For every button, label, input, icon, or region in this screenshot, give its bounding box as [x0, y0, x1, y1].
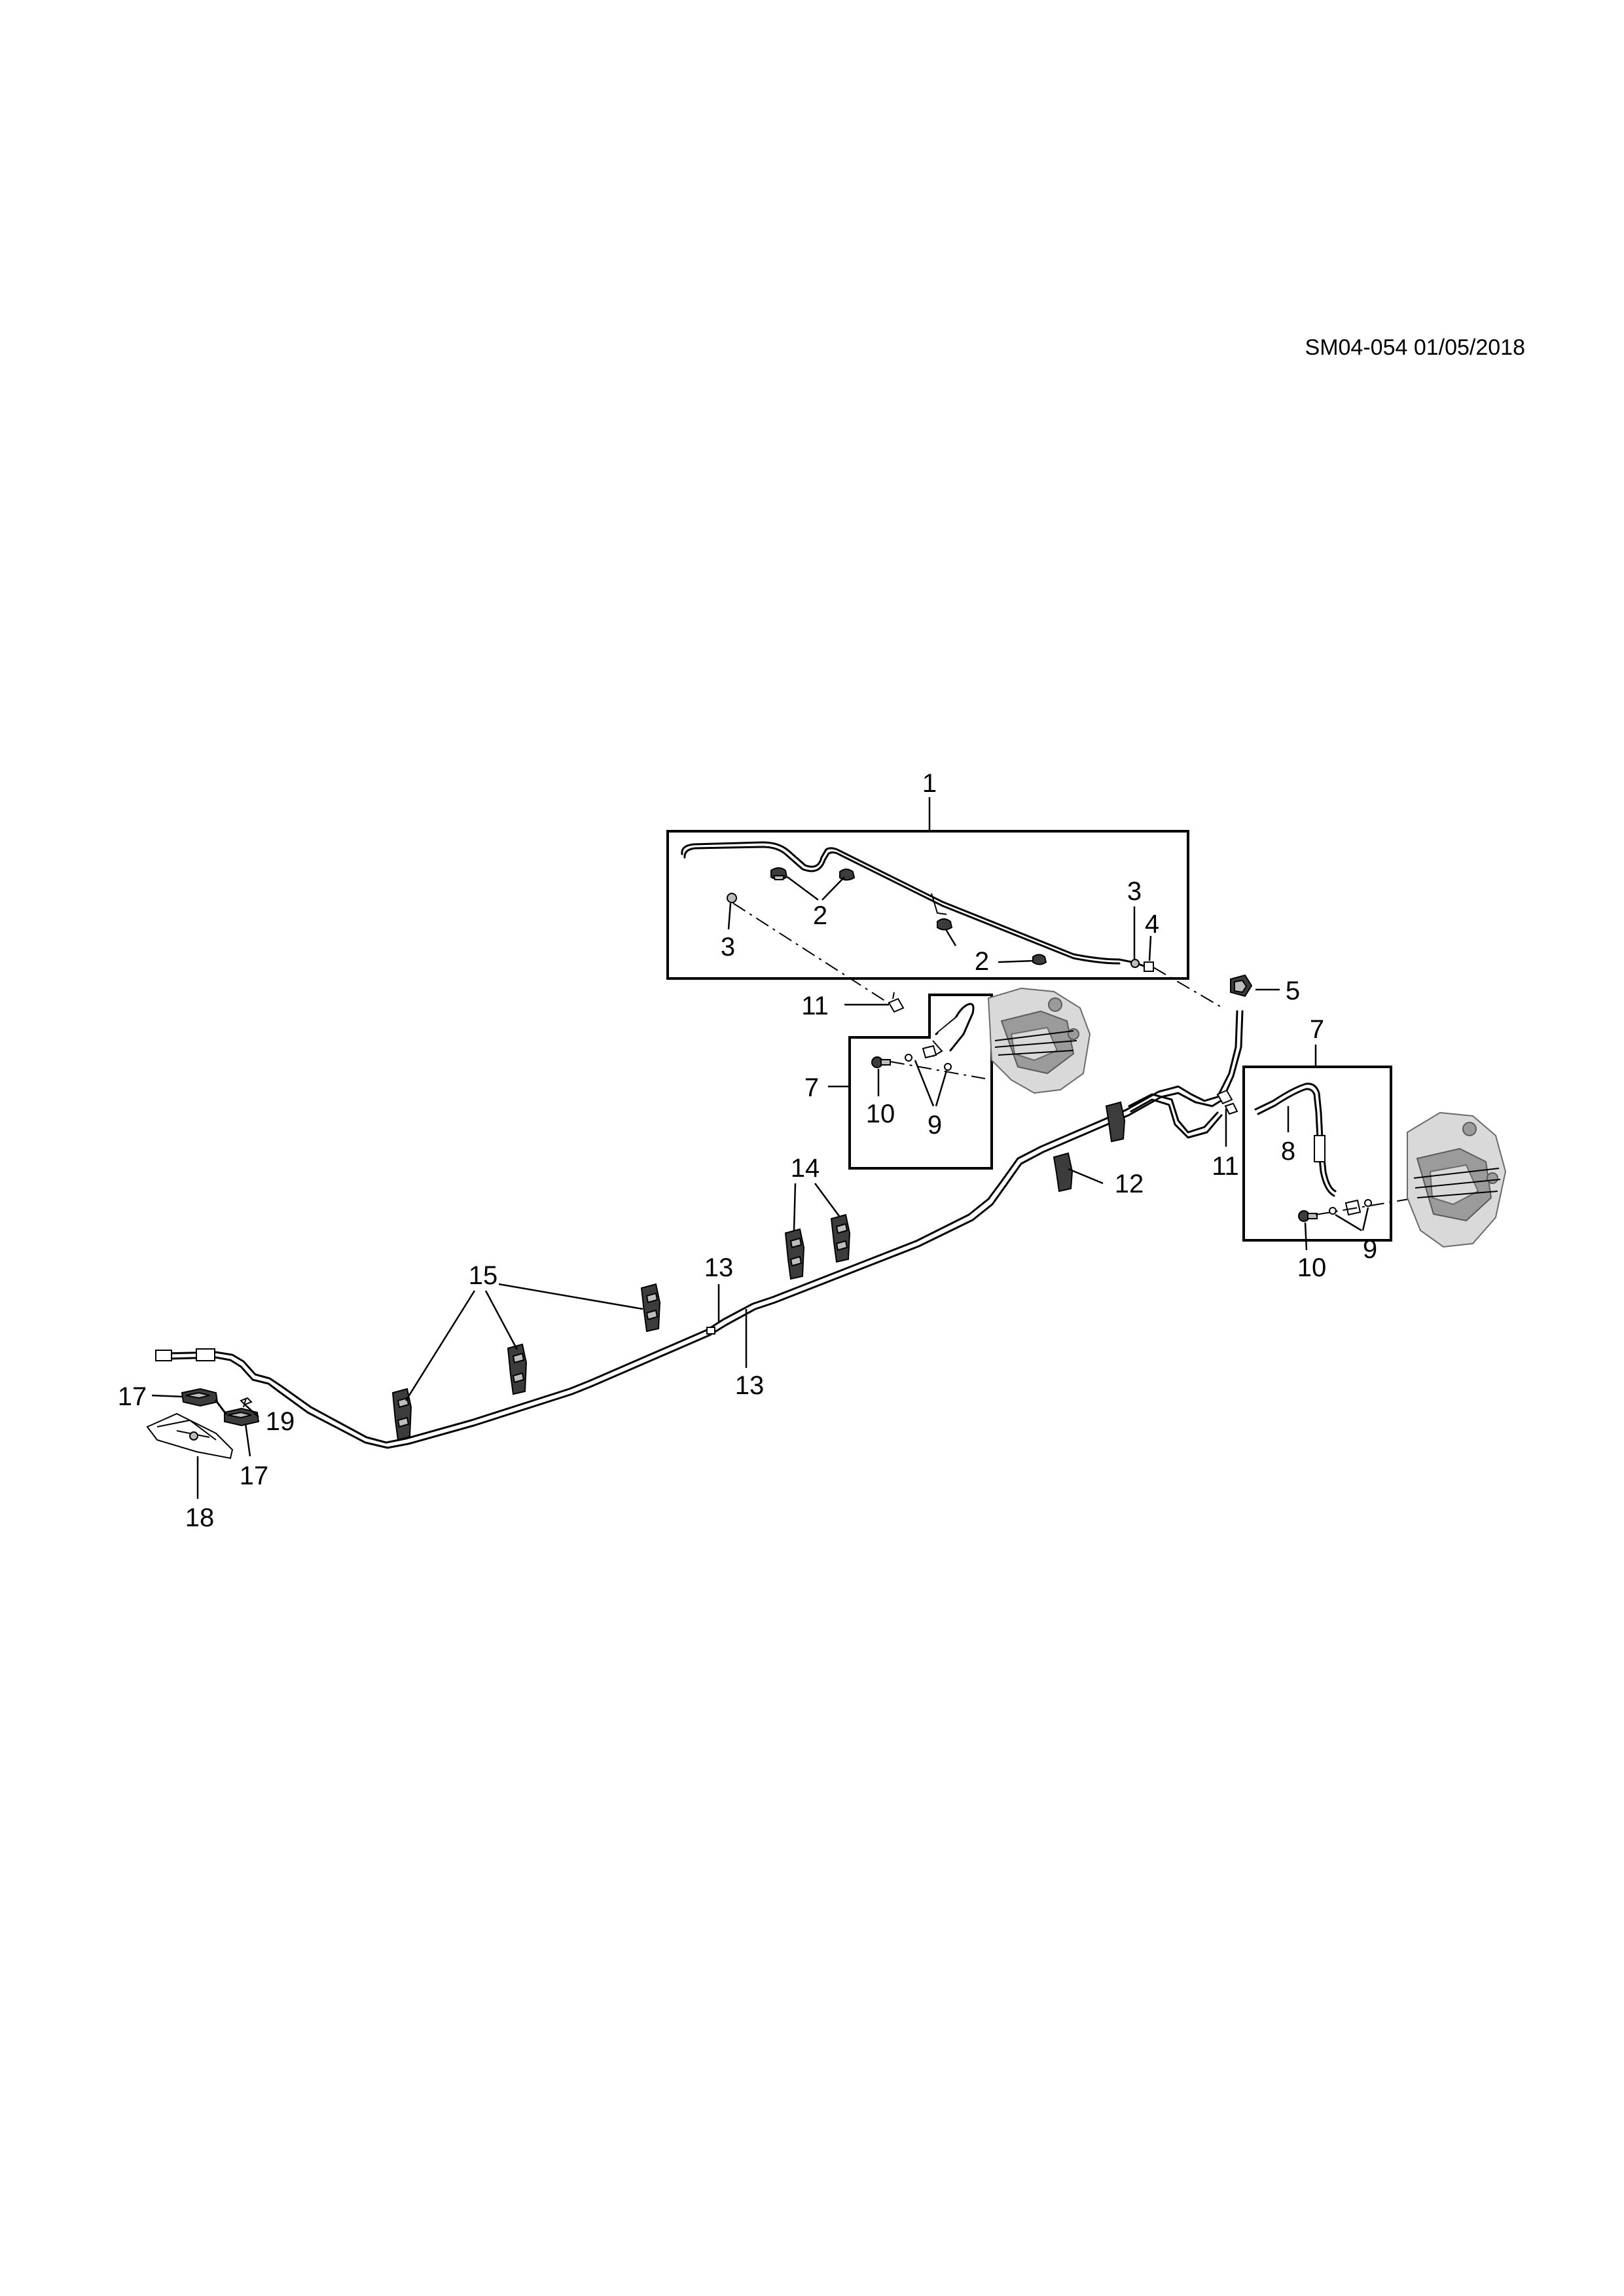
leader-10b: [1304, 1222, 1308, 1251]
pipe-clip-17b: [224, 1407, 260, 1427]
callout-13b: 13: [735, 1371, 765, 1400]
left-brake-hose: [932, 1003, 975, 1057]
leader-3a: [727, 903, 732, 930]
pipe-clip-11a: [888, 992, 905, 1013]
assembly-line-right: [1153, 967, 1223, 1009]
leader-2a: [787, 876, 819, 901]
callout-17b: 17: [240, 1462, 269, 1490]
main-brake-pipe: [155, 1010, 1244, 1449]
callout-8: 8: [1281, 1137, 1295, 1166]
leader-9a-1: [914, 1060, 935, 1107]
left-brake-caliper: [987, 987, 1091, 1094]
callout-11b: 11: [1212, 1152, 1239, 1181]
leader-17a: [151, 1394, 184, 1398]
leader-14a: [793, 1183, 797, 1231]
callout-15: 15: [469, 1261, 498, 1290]
pipe-union-4: [1144, 961, 1154, 972]
banjo-bolt-10a: [871, 1056, 891, 1068]
pipe-clip-11b: [1216, 1089, 1238, 1115]
rear-bracket-18: [146, 1412, 234, 1460]
leader-9b-2: [1362, 1207, 1369, 1231]
left-hose-assembly-box: [848, 994, 993, 1170]
pipe-union-5: [1230, 974, 1253, 997]
washer-9b: [1329, 1199, 1372, 1215]
callout-12: 12: [1115, 1170, 1144, 1198]
right-brake-hose: [1254, 1083, 1337, 1197]
leader-4: [1148, 935, 1152, 961]
pipe-nut-3b: [1130, 959, 1140, 968]
right-hose-assembly-group: [1242, 1045, 1418, 1251]
front-pipe-assembly-group: [666, 797, 1189, 980]
callout-14: 14: [791, 1154, 820, 1183]
front-pipe-assembly-box: [666, 830, 1189, 980]
pipe-clip-2c: [937, 918, 953, 931]
right-hose-assembly-box: [1242, 1066, 1392, 1242]
callout-2b: 2: [975, 947, 989, 976]
assembly-line-hose-left: [890, 1061, 986, 1079]
pipe-clip-14b: [830, 1213, 851, 1263]
callout-3b: 3: [1127, 877, 1142, 906]
callout-10a: 10: [866, 1100, 895, 1128]
banjo-fitting-right: [1344, 1199, 1362, 1216]
pipe-clip-14a: [784, 1228, 805, 1280]
callout-9a: 9: [928, 1111, 942, 1139]
leader-2c: [945, 929, 957, 946]
pipe-clip-12a: [1105, 1101, 1126, 1143]
callout-7a: 7: [804, 1073, 819, 1102]
banjo-fitting-left: [922, 1045, 937, 1059]
callout-5: 5: [1286, 977, 1300, 1005]
pipe-clip-2a: [770, 867, 788, 880]
callout-7b: 7: [1310, 1015, 1324, 1044]
callout-1: 1: [922, 769, 937, 798]
pipe-nut-3a: [727, 893, 737, 903]
callout-2a: 2: [813, 901, 827, 930]
banjo-bolt-10b: [1298, 1210, 1318, 1222]
leader-15b: [484, 1290, 518, 1350]
leader-19: [244, 1404, 259, 1418]
leader-9b-1: [1335, 1213, 1362, 1232]
callout-10b: 10: [1297, 1253, 1327, 1282]
callout-9b: 9: [1363, 1235, 1377, 1264]
assembly-line-hose-right: [1315, 1197, 1418, 1215]
callout-4: 4: [1145, 910, 1159, 939]
leader-9a-2: [935, 1070, 948, 1107]
callout-11a: 11: [801, 992, 829, 1020]
leader-2b: [821, 876, 845, 901]
callout-13a: 13: [704, 1253, 734, 1282]
clip-screw-19: [240, 1397, 253, 1408]
leader-14b: [814, 1183, 840, 1217]
pipe-clip-15a: [391, 1388, 412, 1441]
leader-17b: [244, 1423, 251, 1457]
leader-2d: [998, 960, 1034, 963]
rear-pipe-link: [215, 1399, 227, 1415]
document-code: SM04-054 01/05/2018: [1305, 335, 1525, 360]
leader-15a: [405, 1290, 476, 1401]
right-brake-caliper: [1407, 1111, 1507, 1248]
pipe-clip-15b: [507, 1343, 528, 1395]
callout-18: 18: [185, 1503, 215, 1532]
callout-17a: 17: [118, 1382, 147, 1411]
washer-9a: [905, 1054, 952, 1071]
front-brake-pipe: [681, 841, 1153, 970]
assembly-line-left: [732, 903, 899, 1010]
left-hose-assembly-group: [828, 994, 993, 1170]
pipe-clip-2d: [1032, 954, 1047, 965]
callout-3a: 3: [721, 933, 735, 961]
callout-19: 19: [266, 1407, 295, 1436]
pipe-clip-12b: [1053, 1152, 1074, 1193]
leader-15c: [498, 1283, 643, 1310]
leader-12: [1068, 1168, 1104, 1185]
pipe-clip-17a: [181, 1388, 219, 1407]
pipe-clip-15c: [640, 1283, 661, 1333]
